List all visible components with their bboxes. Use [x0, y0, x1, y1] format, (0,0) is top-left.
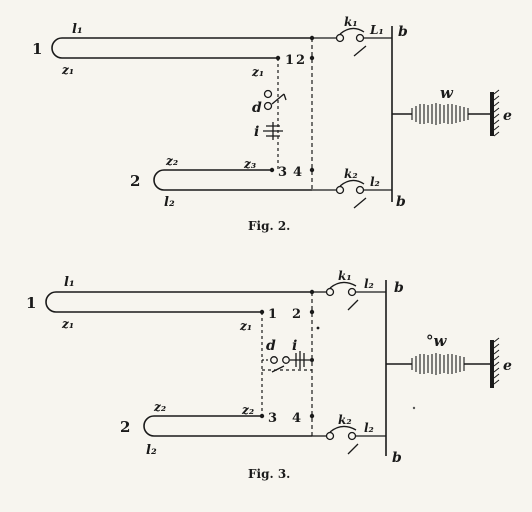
fig2-k1-label: k₁: [344, 15, 358, 29]
fig3-node-4: 4: [292, 411, 301, 426]
fig2-k2-l: l₂: [370, 175, 380, 189]
fig2-resistor-w: [392, 103, 490, 125]
fig3-node-2: 2: [292, 307, 301, 322]
fig2-node-dot: [275, 55, 281, 61]
fig3-z1-mid: z₁: [239, 319, 252, 333]
fig3-loop2-z: z₂: [153, 400, 166, 414]
fig2-loop1: [51, 37, 312, 59]
fig3-loop1: [45, 291, 312, 313]
fig3-stray-dot: [412, 406, 416, 410]
fig2-loop2: [153, 169, 312, 191]
fig3-key-k2: [312, 425, 386, 455]
fig2-i-label: i: [254, 124, 259, 140]
fig3-node-3: 3: [268, 411, 277, 426]
fig2-interrupter-i: [263, 122, 283, 140]
fig2-node-1: 1: [285, 53, 294, 68]
fig3-loop2-number: 2: [120, 418, 130, 436]
fig3-k1-l: l₂: [364, 277, 374, 291]
fig3-loop2-l: l₂: [146, 443, 157, 458]
fig3-node-dot: [309, 309, 315, 315]
fig3-b-top: b: [394, 280, 404, 296]
fig3-z2-mid: z₂: [241, 403, 254, 417]
fig3-k2-l: l₂: [364, 421, 374, 435]
fig3-stray-dot: [316, 326, 320, 330]
fig2-z3-mid: z₃: [243, 157, 256, 171]
fig2-switch-d: [263, 89, 287, 111]
fig3-k1-label: k₁: [338, 269, 352, 283]
fig2-loop1-l: l₁: [72, 22, 83, 37]
fig3-key-k1: [312, 281, 386, 311]
fig2-node-dot: [309, 167, 315, 173]
fig2-loop2-l: l₂: [164, 195, 175, 210]
fig3-d-label: d: [266, 338, 276, 354]
fig2-caption: Fig. 2.: [248, 219, 290, 233]
fig2-loop1-z: z₁: [61, 63, 74, 77]
fig2-b-bottom: b: [396, 194, 406, 210]
fig2-k1-l: L₁: [369, 23, 384, 37]
fig2-z1-mid: z₁: [251, 65, 264, 79]
fig3-earth-e: [490, 337, 500, 388]
fig2-b-top: b: [398, 24, 408, 40]
fig3-caption: Fig. 3.: [248, 467, 290, 481]
fig2-key-k1: [312, 27, 392, 57]
fig2-k2-label: k₂: [344, 167, 358, 181]
fig2-node-3: 3: [278, 165, 287, 180]
fig2-key-k2: [312, 179, 392, 209]
fig3-resistor-w: [386, 353, 490, 375]
fig2-loop2-number: 2: [130, 172, 140, 190]
fig2-node-dot: [309, 55, 315, 61]
fig3-interrupter-i: [290, 351, 314, 369]
fig3-node-dot: [259, 309, 265, 315]
fig2-loop2-z: z₂: [165, 154, 178, 168]
fig3-k2-label: k₂: [338, 413, 352, 427]
fig2-earth-e: [490, 89, 500, 137]
fig3-node-dot: [309, 413, 315, 419]
fig3-loop2: [143, 415, 312, 437]
fig2-d-label: d: [252, 100, 262, 116]
fig2-loop1-number: 1: [32, 40, 42, 58]
fig2: 1 l₁ z₁ 2 z₂ l₂ 1 2 3 4 z₁ z₃ d i k₁ L₁ …: [32, 15, 512, 233]
fig2-e-label: e: [503, 108, 512, 124]
fig2-node-4: 4: [293, 165, 302, 180]
fig3-node-1: 1: [268, 307, 277, 322]
fig3-w-label: °w: [426, 332, 448, 350]
fig3-i-label: i: [292, 338, 297, 354]
fig2-node-dot: [269, 167, 275, 173]
fig3-node-dot: [259, 413, 265, 419]
fig3: 1 l₁ z₁ 2 z₂ l₂ 1 2 3 4 z₁ z₂ d i k₁ l₂ …: [26, 269, 512, 481]
fig3-switch-d: [262, 356, 290, 373]
fig3-loop1-l: l₁: [64, 275, 75, 290]
fig3-loop1-number: 1: [26, 294, 36, 312]
fig3-loop1-z: z₁: [61, 317, 74, 331]
fig3-b-bottom: b: [392, 450, 402, 466]
fig2-w-label: w: [440, 84, 454, 102]
fig3-e-label: e: [503, 358, 512, 374]
fig2-node-2: 2: [296, 53, 305, 68]
